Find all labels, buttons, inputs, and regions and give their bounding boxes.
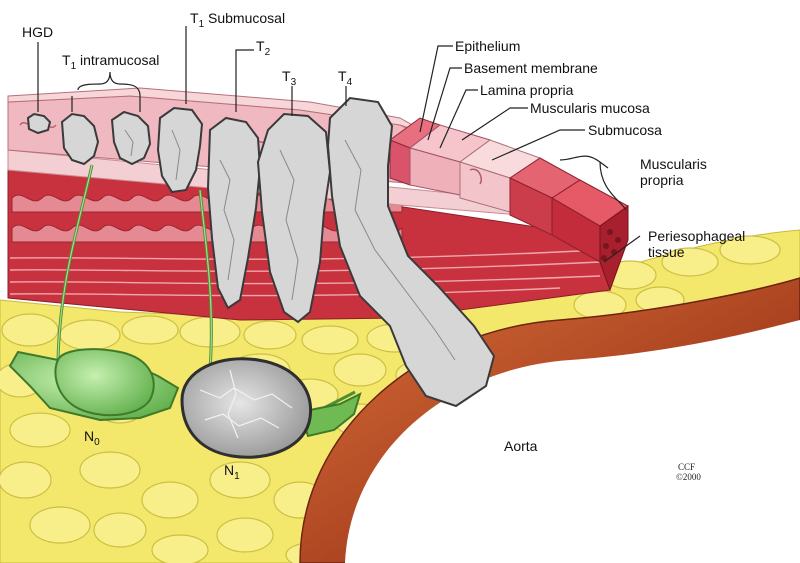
label-epithelium: Epithelium: [455, 38, 521, 54]
tumors: [26, 96, 496, 408]
label-submucosa: Submucosa: [588, 122, 662, 138]
aorta-lumen: [345, 320, 800, 563]
label-muscularis-propria: Muscularis propria: [640, 156, 707, 188]
label-t1-submucosal: T1 Submucosal: [190, 10, 286, 30]
tumor-t1-intramucosal-b: [110, 110, 152, 166]
label-aorta: Aorta: [504, 438, 538, 454]
credit-year: ©2000: [676, 472, 701, 482]
tumor-hgd: [26, 112, 52, 135]
tumor-t1-intramucosal-a: [60, 112, 100, 166]
label-muscularis-mucosa: Muscularis mucosa: [530, 100, 650, 116]
lymph-node-n1: [180, 357, 362, 459]
tumor-t2: [206, 116, 262, 310]
tumor-t3: [256, 112, 332, 324]
label-basement-membrane: Basement membrane: [464, 60, 598, 76]
label-n0: N0: [84, 428, 100, 448]
label-t1-intramucosal: T1 intramucosal: [62, 52, 160, 72]
lymphatic-vessels-highlight: [57, 164, 212, 371]
label-hgd: HGD: [22, 24, 54, 40]
layer-cutaway-steps: [388, 117, 629, 292]
tumor-texture: [124, 129, 456, 361]
credit-org: CCF: [678, 462, 696, 472]
tumor-t4: [326, 96, 496, 408]
label-t2: T2: [256, 38, 271, 58]
lymph-node-n0: [8, 348, 180, 422]
label-lamina-propria: Lamina propria: [480, 82, 574, 98]
label-n1: N1: [224, 462, 240, 482]
label-t3: T3: [282, 68, 297, 88]
leader-lines: [37, 26, 641, 263]
label-periesophageal-tissue: Periesophageal tissue: [648, 228, 746, 260]
label-t4: T4: [338, 68, 353, 88]
